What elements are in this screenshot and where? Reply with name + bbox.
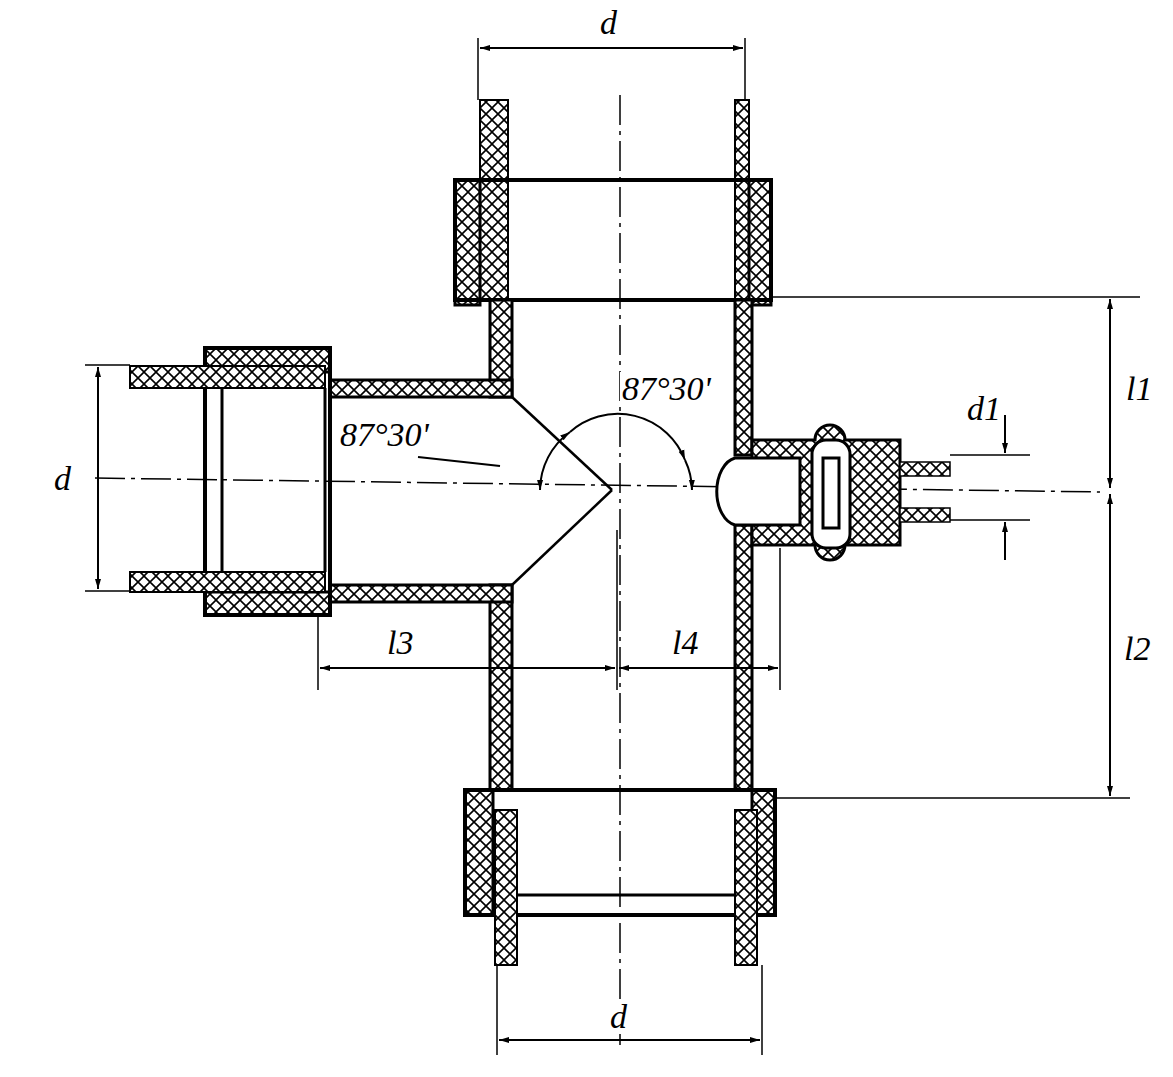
- length-label: l3: [385, 626, 415, 660]
- diameter-label: d1: [965, 392, 1003, 426]
- angle-label: 87°30': [620, 372, 713, 406]
- angle-label: 87°30': [338, 418, 431, 452]
- length-label: l4: [670, 626, 700, 660]
- length-label: l1: [1124, 372, 1154, 406]
- diameter-label: d: [598, 6, 619, 40]
- length-label: l2: [1122, 632, 1152, 666]
- diameter-label: d: [608, 1000, 629, 1034]
- diameter-label: d: [52, 462, 73, 496]
